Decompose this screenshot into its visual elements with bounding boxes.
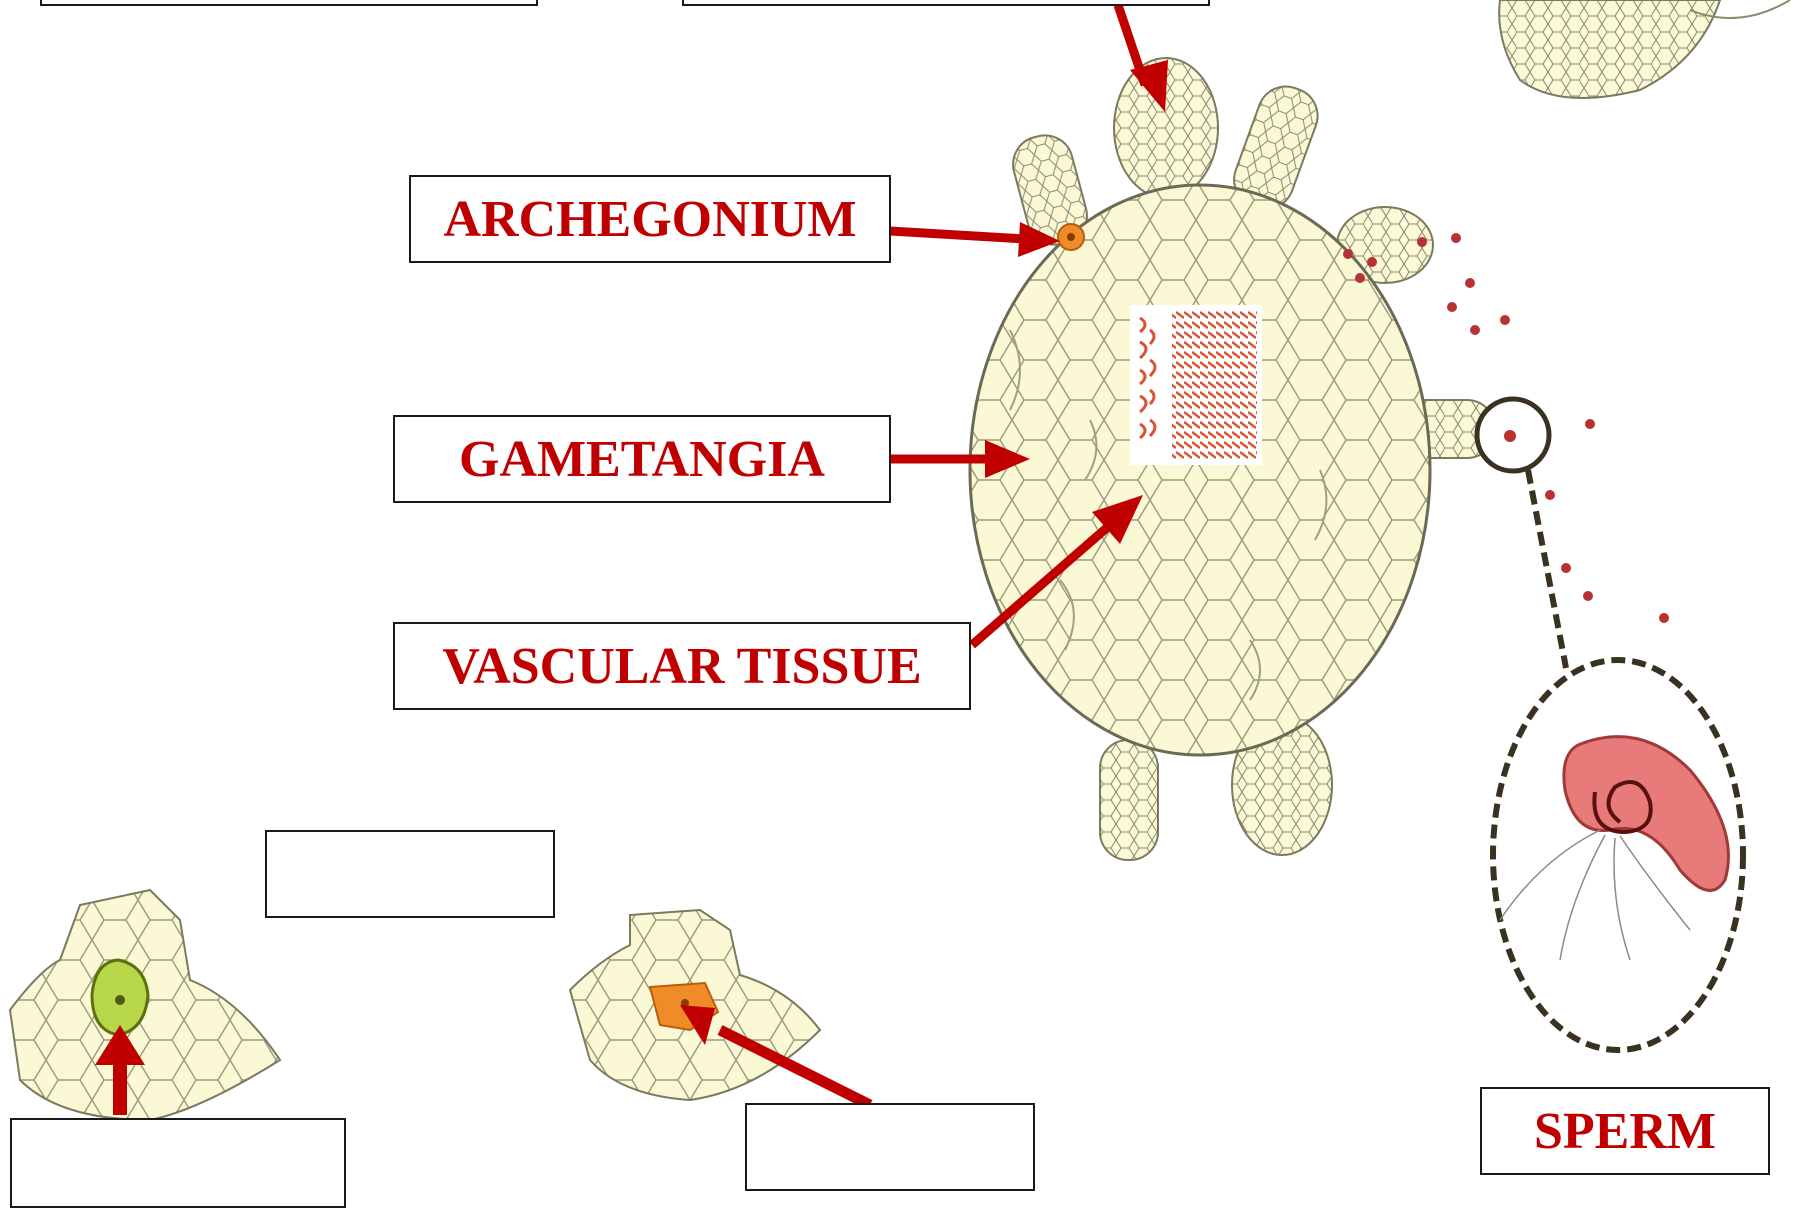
label-blank-bottom-middle[interactable] — [745, 1103, 1035, 1191]
label-sperm: SPERM — [1480, 1087, 1770, 1175]
top-right-fragment — [1499, 0, 1790, 98]
archegonium-detail — [570, 910, 820, 1100]
label-vascular-tissue: VASCULAR TISSUE — [393, 622, 971, 710]
label-blank-lower-middle[interactable] — [265, 830, 555, 918]
egg-cell-detail — [10, 890, 280, 1120]
gametophyte-body — [970, 58, 1495, 860]
label-blank-top-middle[interactable] — [682, 0, 1210, 6]
label-gametangia: GAMETANGIA — [393, 415, 891, 503]
label-archegonium: ARCHEGONIUM — [409, 175, 891, 263]
label-blank-bottom-left[interactable] — [10, 1118, 346, 1208]
label-blank-top-left[interactable] — [40, 0, 538, 6]
sperm-magnifier — [1477, 399, 1743, 1050]
